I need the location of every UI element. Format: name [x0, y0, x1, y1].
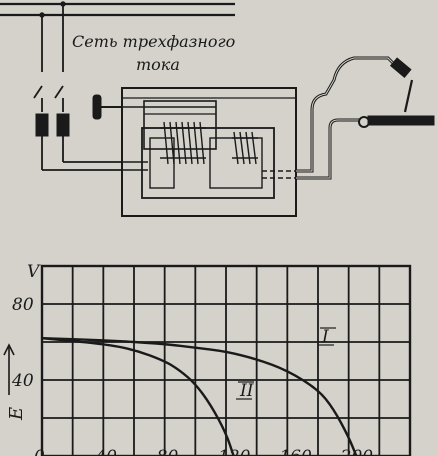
x-tick-label: 80 — [157, 447, 179, 456]
x-tick-label: 0 — [34, 447, 45, 456]
workpiece — [367, 115, 435, 126]
handwheel — [92, 94, 102, 120]
y-axis-unit: V — [27, 262, 41, 282]
chart-series — [41, 337, 358, 456]
primary-winding — [160, 121, 206, 165]
chart: III408004080120160200 V E — [3, 262, 412, 456]
ground-cable-inner — [296, 119, 360, 179]
fuse-left — [35, 113, 49, 137]
plot-frame — [40, 264, 412, 456]
transformer-core — [141, 127, 275, 199]
y-axis-label: E — [6, 407, 27, 421]
y-tick-label: 40 — [11, 371, 34, 391]
x-tick-label: 120 — [218, 447, 251, 456]
secondary-winding — [232, 131, 258, 165]
y-tick-label: 80 — [12, 295, 34, 315]
x-tick-label: 200 — [340, 447, 374, 456]
junction-dot — [39, 12, 45, 18]
chart-grid — [42, 266, 410, 456]
series-line-1 — [41, 337, 358, 456]
y-axis-arrow — [3, 343, 15, 395]
transformer-housing — [121, 87, 297, 217]
fuse-right — [56, 113, 70, 137]
series-label-1: I — [321, 327, 329, 347]
series-label-2: II — [239, 381, 254, 401]
junction-dot — [60, 1, 66, 7]
switch-blade-left — [33, 85, 43, 99]
electrode-holder — [389, 57, 412, 78]
switch-blade-right — [54, 85, 64, 99]
electrode-cable-inner — [296, 57, 397, 172]
electrode-cable — [296, 56, 398, 173]
network-label-line2: тока — [136, 55, 180, 74]
x-tick-label: 160 — [279, 447, 312, 456]
chart-labels: III408004080120160200 — [11, 295, 373, 456]
x-tick-label: 40 — [94, 447, 117, 456]
series-line-2 — [41, 337, 235, 456]
core-window — [149, 137, 175, 189]
schematic — [0, 1, 435, 217]
network-label-line1: Сеть трехфазного — [72, 32, 235, 51]
regulator-body — [143, 100, 217, 150]
ground-cable — [296, 118, 360, 180]
electrode — [403, 79, 414, 113]
